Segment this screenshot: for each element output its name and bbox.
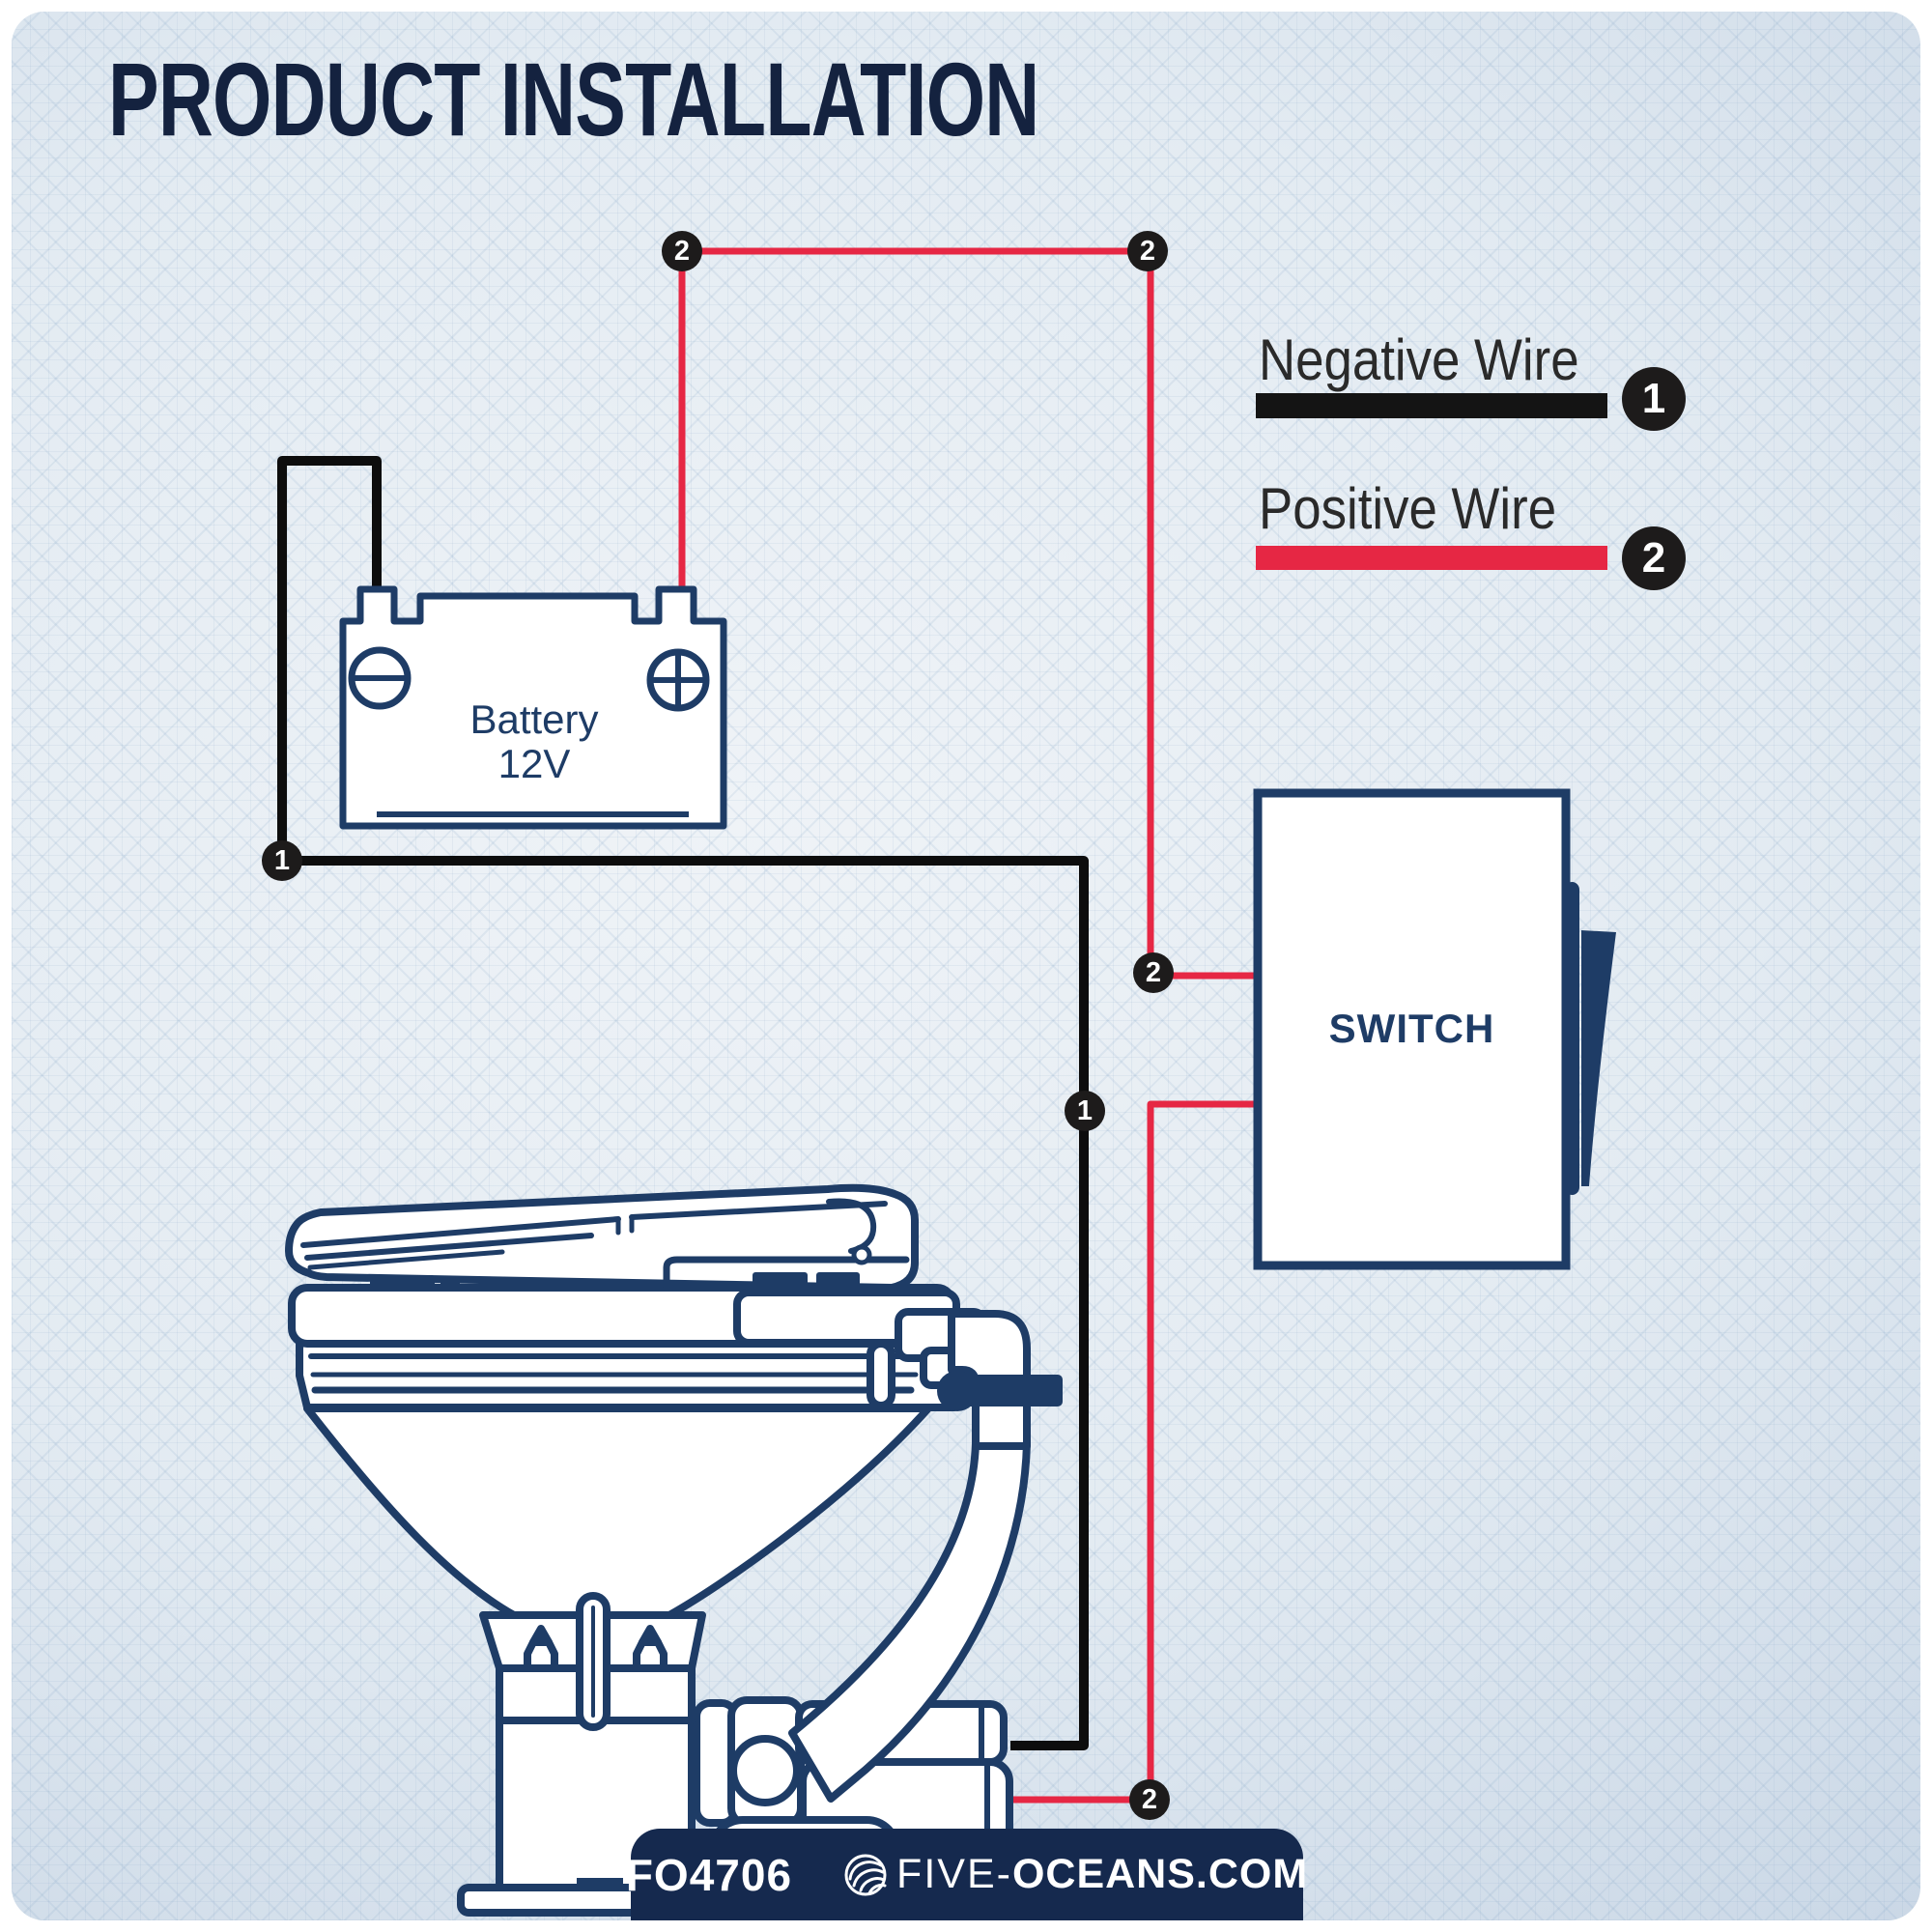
lid-hinge-dot	[851, 1244, 872, 1265]
wire-badge-positive-switch: 2	[1133, 952, 1174, 993]
switch-label: SWITCH	[1328, 1006, 1495, 1051]
bowl-cone	[303, 1405, 932, 1619]
bolt-left-base	[524, 1638, 558, 1672]
legend-negative-label: Negative Wire	[1259, 327, 1579, 392]
legend-negative-swatch	[1256, 393, 1607, 418]
wire-badge-negative-battery: 1	[262, 840, 302, 881]
wire-badge-positive-battery: 2	[662, 231, 702, 271]
five-oceans-logo-icon	[844, 1854, 887, 1895]
switch-body	[1253, 788, 1571, 1270]
bolt-right-base	[633, 1638, 668, 1672]
footer-brand: FIVE-OCEANS.COM	[842, 1851, 1308, 1898]
wire-badge-negative-motor: 1	[1065, 1091, 1105, 1131]
discharge-tube	[788, 1439, 1031, 1803]
page-title: PRODUCT INSTALLATION	[108, 41, 1039, 157]
wires	[277, 247, 1259, 1804]
footer-bar: FO4706 FIVE-OCEANS.COM	[626, 1829, 1307, 1920]
switch-illustration	[1253, 788, 1616, 1270]
battery-label-line2: 12V	[497, 741, 571, 786]
hinge-spacers	[370, 1272, 860, 1288]
switch-rocker-lever	[1581, 930, 1616, 1186]
rim-spout	[867, 1340, 895, 1409]
hose-clamp	[951, 1375, 1063, 1406]
battery-label-line1: Battery	[469, 696, 599, 742]
footer-brand-bold: OCEANS.COM	[1011, 1851, 1309, 1897]
hose-clamp-knob	[937, 1371, 978, 1411]
wire-badge-positive-corner: 2	[1127, 231, 1168, 271]
toilet-illustration	[285, 1183, 1063, 1917]
wire-badge-positive-motor: 2	[1129, 1779, 1170, 1820]
base-notch	[577, 1878, 623, 1889]
battery-body	[339, 585, 727, 830]
positive-wire-battery-to-switch	[678, 247, 1154, 974]
lid-details	[300, 1198, 910, 1290]
battery-label: Battery 12V	[413, 697, 655, 786]
tube-flange	[729, 1735, 801, 1806]
legend-positive-label: Positive Wire	[1259, 476, 1557, 541]
legend-positive-swatch	[1256, 546, 1607, 570]
legend-positive-badge: 2	[1622, 526, 1686, 590]
bolt-right-cap	[639, 1625, 662, 1646]
switch-side-tab	[1565, 882, 1579, 1195]
bolt-left-cap	[529, 1625, 553, 1646]
footer-model-number: FO4706	[625, 1849, 793, 1900]
positive-wire-switch-to-motor	[1012, 1100, 1259, 1804]
battery-illustration	[339, 585, 727, 830]
legend-negative-badge: 1	[1622, 367, 1686, 431]
footer-brand-regular: FIVE-	[896, 1851, 1012, 1897]
